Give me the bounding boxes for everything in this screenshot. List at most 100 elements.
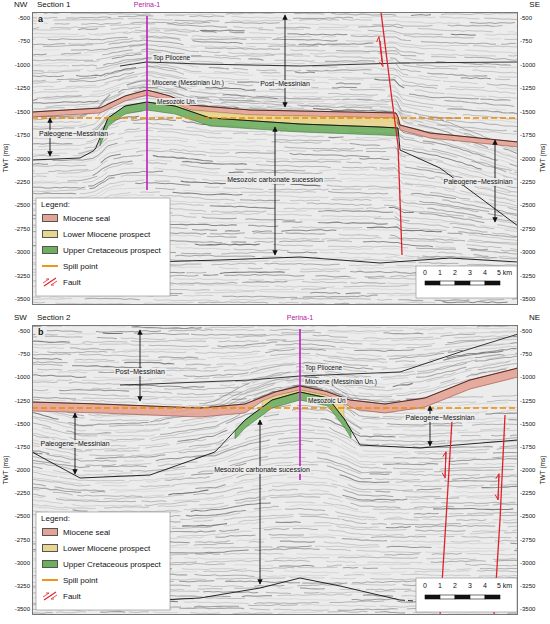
scale-label: 3 xyxy=(468,582,472,590)
seismic-art xyxy=(251,38,266,40)
seismic-art xyxy=(177,392,242,395)
seismic-art xyxy=(389,353,444,359)
seismic-art xyxy=(461,536,511,537)
seismic-art xyxy=(254,506,279,509)
direction-label: SW xyxy=(14,314,27,323)
seismic-art xyxy=(357,267,412,268)
seismic-art xyxy=(405,496,440,498)
seismic-art xyxy=(133,123,173,126)
seismic-art xyxy=(457,568,472,570)
seismic-art xyxy=(158,357,198,358)
scale-bar xyxy=(485,281,500,285)
seismic-art xyxy=(493,519,518,521)
seismic-art xyxy=(102,485,127,487)
seismic-art xyxy=(73,138,123,156)
seismic-art xyxy=(346,292,361,294)
seismic-art xyxy=(286,233,326,234)
seismic-art xyxy=(160,195,235,200)
seismic-art xyxy=(214,55,274,56)
seismic-art xyxy=(504,532,518,534)
seismic-art xyxy=(310,53,370,54)
seismic-art xyxy=(209,68,229,69)
scale-label: 4 xyxy=(483,582,487,590)
seismic-art xyxy=(205,597,245,599)
seismic-art xyxy=(210,149,260,151)
seismic-art xyxy=(492,455,518,458)
tick-label: -500 xyxy=(520,15,532,22)
seismic-art xyxy=(414,506,454,507)
seismic-art xyxy=(32,180,58,182)
seismic-art xyxy=(485,412,518,414)
seismic-art xyxy=(427,370,472,382)
tick-label: -1250 xyxy=(520,397,535,404)
legend-item: Upper Cretaceous prospect xyxy=(42,558,161,570)
seismic-art xyxy=(32,176,47,178)
seismic-art xyxy=(142,403,182,405)
seismic-art xyxy=(124,460,144,462)
tick-label: -1000 xyxy=(520,374,535,381)
seismic-art xyxy=(383,200,398,202)
seismic-art xyxy=(72,504,142,506)
seismic-art xyxy=(32,296,41,297)
scale-bar xyxy=(470,595,485,599)
seismic-art xyxy=(229,171,244,173)
seismic-art xyxy=(491,332,518,333)
seismic-art xyxy=(192,229,217,231)
seismic-art xyxy=(145,480,160,482)
seismic-art xyxy=(32,497,43,498)
seismic-art xyxy=(268,489,298,491)
seismic-art xyxy=(190,612,220,613)
seismic-art xyxy=(115,430,160,433)
seismic-art xyxy=(453,227,488,232)
tick-label: -2250 xyxy=(520,179,535,186)
seismic-art xyxy=(389,42,469,46)
seismic-art xyxy=(300,516,340,519)
seismic-art xyxy=(194,574,254,576)
seismic-art xyxy=(211,211,266,212)
seismic-art xyxy=(72,65,97,66)
seismic-art xyxy=(456,457,476,459)
seismic-art xyxy=(233,613,273,614)
seismic-art xyxy=(249,279,264,280)
seismic-art xyxy=(229,455,259,462)
seismic-art xyxy=(183,191,238,193)
seismic-art xyxy=(228,52,303,54)
seismic-art xyxy=(279,565,314,567)
seismic-art xyxy=(347,326,382,327)
seismic-art xyxy=(146,148,161,150)
seismic-art xyxy=(302,605,377,607)
seismic-art xyxy=(53,492,73,495)
seismic-art xyxy=(446,94,486,97)
upper-cretaceous-prospect xyxy=(100,102,398,146)
seismic-art xyxy=(123,32,188,36)
fault-arrow xyxy=(495,474,499,500)
seismic-art xyxy=(32,193,76,194)
seismic-art xyxy=(300,270,340,272)
seismic-art xyxy=(109,425,144,426)
seismic-art xyxy=(32,302,45,303)
seismic-art xyxy=(32,75,64,76)
tick-label: -2000 xyxy=(520,467,535,474)
seismic-art xyxy=(368,278,423,279)
seismic-art xyxy=(200,51,220,52)
interval-label: Mesozoic carbonate sucession xyxy=(226,176,324,184)
seismic-art xyxy=(166,264,201,265)
seismic-art xyxy=(202,217,237,219)
seismic-art xyxy=(32,44,65,45)
seismic-art xyxy=(449,458,518,461)
seismic-art xyxy=(388,68,408,75)
seismic-art xyxy=(104,507,149,508)
seismic-art xyxy=(235,145,275,146)
seismic-art xyxy=(358,26,403,28)
seismic-art xyxy=(352,572,407,573)
seismic-art xyxy=(504,39,518,41)
seismic-art xyxy=(343,229,408,233)
seismic-art xyxy=(490,484,518,485)
seismic-art xyxy=(122,359,162,361)
scale-label: 1 xyxy=(438,269,442,277)
seismic-art xyxy=(32,107,65,110)
seismic-art xyxy=(465,50,518,53)
seismic-art xyxy=(393,178,413,186)
seismic-art xyxy=(379,512,409,513)
seismic-art xyxy=(259,567,294,568)
